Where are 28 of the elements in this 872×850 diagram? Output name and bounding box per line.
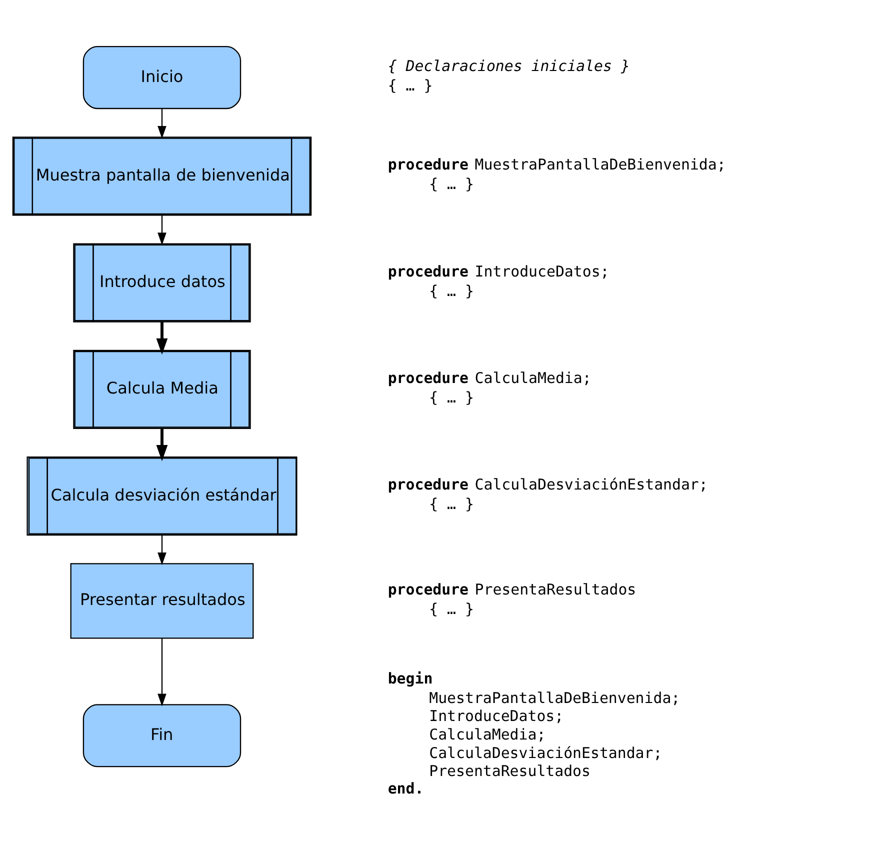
label: procedure IntroduceDatos; bbox=[388, 262, 610, 280]
label: procedure CalculaDesviaciónEstandar; bbox=[388, 475, 708, 494]
label: { … } bbox=[429, 174, 474, 193]
label: { … } bbox=[429, 388, 474, 406]
arrow bbox=[158, 534, 166, 565]
label: begin bbox=[388, 668, 433, 687]
label: procedure PresentaResultados bbox=[388, 580, 636, 598]
arrow bbox=[158, 108, 166, 138]
label: { … } bbox=[429, 599, 474, 618]
label: procedure CalculaMedia; bbox=[388, 368, 592, 386]
label: { … } bbox=[388, 76, 433, 94]
label: MuestraPantallaDeBienvenida; bbox=[429, 688, 680, 706]
node-box: Inicio bbox=[82, 46, 242, 109]
label: CalculaMedia; bbox=[429, 725, 546, 744]
node-box: Presentar resultados bbox=[70, 562, 254, 638]
label: IntroduceDatos; bbox=[429, 706, 564, 725]
arrow bbox=[158, 638, 166, 706]
arrow bbox=[158, 214, 166, 245]
label: { … } bbox=[429, 494, 474, 513]
node-box: Fin bbox=[82, 704, 242, 767]
arrow bbox=[156, 428, 168, 461]
label: CalculaDesviaciónEstandar; bbox=[429, 743, 662, 762]
label: { … } bbox=[429, 281, 474, 300]
label: end. bbox=[388, 778, 424, 797]
label: procedure MuestraPantallaDeBienvenida; bbox=[388, 155, 726, 174]
label: PresentaResultados bbox=[429, 762, 590, 780]
label: { Declaraciones iniciales } bbox=[388, 56, 630, 75]
arrow bbox=[156, 321, 168, 354]
